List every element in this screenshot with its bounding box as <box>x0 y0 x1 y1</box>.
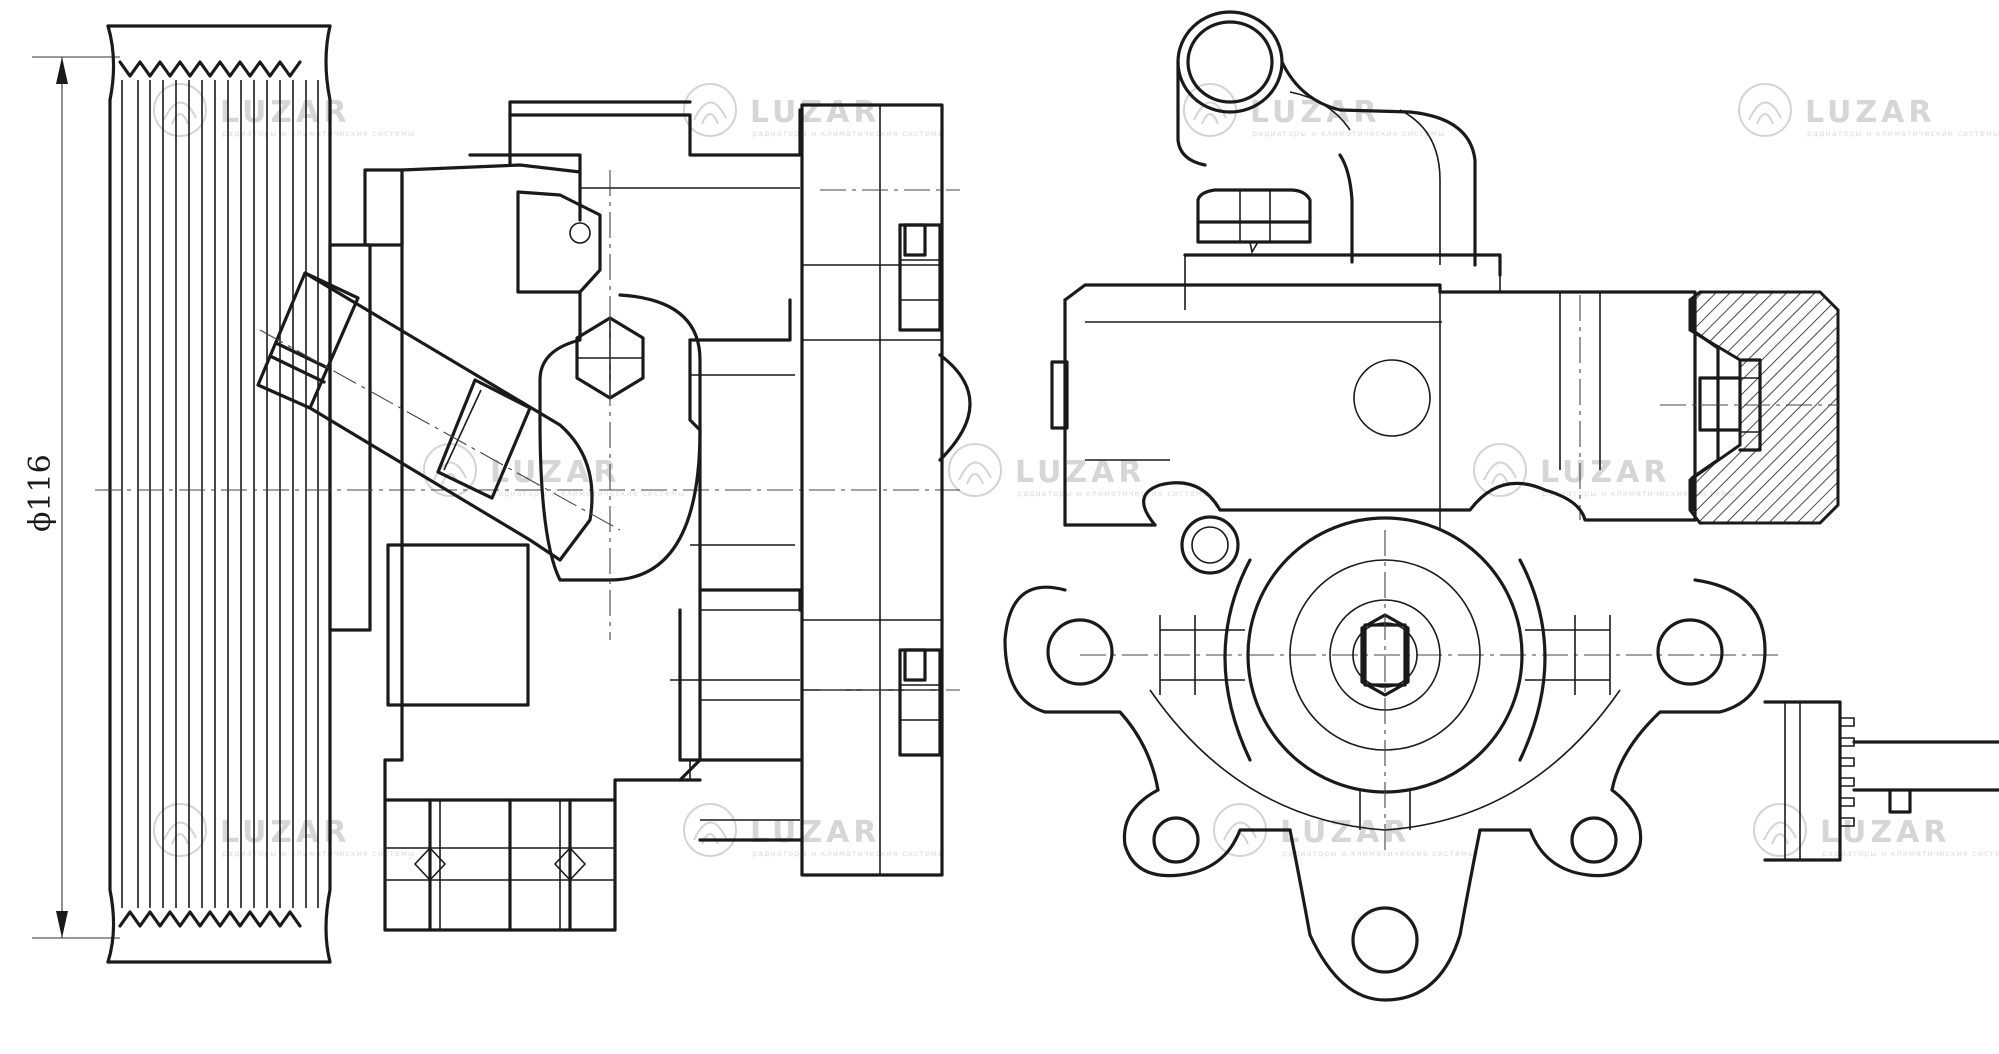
svg-text:радиаторы и климатические сист: радиаторы и климатические системы <box>1822 849 1999 858</box>
svg-text:радиаторы и климатические сист: радиаторы и климатические системы <box>752 129 945 138</box>
watermark: LUZAR радиаторы и климатические системы <box>153 83 414 138</box>
mounting-flange-side <box>800 103 972 877</box>
svg-text:радиаторы и климатические сист: радиаторы и климатические системы <box>752 849 945 858</box>
svg-text:радиаторы и климатические сист: радиаторы и климатические системы <box>1252 129 1445 138</box>
pump-body-side-view <box>363 100 802 932</box>
svg-text:радиаторы и климатические сист: радиаторы и климатические системы <box>1542 489 1735 498</box>
pulley <box>106 24 372 964</box>
watermark: LUZAR радиаторы и климатические системы <box>423 443 685 498</box>
watermark: LUZAR радиаторы и климатические системы <box>683 83 945 138</box>
watermark: LUZAR радиаторы и климатические системы <box>1183 83 1445 138</box>
svg-text:LUZAR: LUZAR <box>750 95 880 130</box>
outlet-fitting-section <box>1660 290 1840 525</box>
svg-text:LUZAR: LUZAR <box>1015 455 1145 490</box>
hex-nut-top <box>1196 188 1312 255</box>
pump-body-front-view <box>1003 10 1999 1002</box>
diameter-dimension: ϕ116 <box>23 56 120 939</box>
watermark: LUZAR радиаторы и климатические системы <box>153 803 414 858</box>
svg-text:LUZAR: LUZAR <box>750 815 880 850</box>
svg-text:LUZAR: LUZAR <box>1540 455 1670 490</box>
svg-text:радиаторы и климатические сист: радиаторы и климатические системы <box>1807 129 1999 138</box>
diameter-label: ϕ116 <box>23 454 58 532</box>
svg-text:LUZAR: LUZAR <box>1280 815 1410 850</box>
watermark: LUZAR радиаторы и климатические системы <box>948 443 1210 498</box>
inlet-pipe-side <box>256 271 621 562</box>
svg-text:LUZAR: LUZAR <box>1805 95 1935 130</box>
svg-text:радиаторы и климатические сист: радиаторы и климатические системы <box>1017 489 1210 498</box>
svg-text:радиаторы и климатические сист: радиаторы и климатические системы <box>492 489 685 498</box>
svg-text:радиаторы и климатические сист: радиаторы и климатические системы <box>1282 849 1475 858</box>
svg-text:LUZAR: LUZAR <box>490 455 620 490</box>
watermark: LUZAR радиаторы и климатические системы <box>1738 83 1999 138</box>
watermark: LUZAR радиаторы и климатические системы <box>1753 803 1999 858</box>
inlet-pipe-front <box>1176 10 1477 267</box>
watermark: LUZAR радиаторы и климатические системы <box>1473 443 1735 498</box>
svg-text:LUZAR: LUZAR <box>1250 95 1380 130</box>
side-connector <box>1763 700 1999 862</box>
watermark: LUZAR радиаторы и климатические системы <box>683 803 945 858</box>
